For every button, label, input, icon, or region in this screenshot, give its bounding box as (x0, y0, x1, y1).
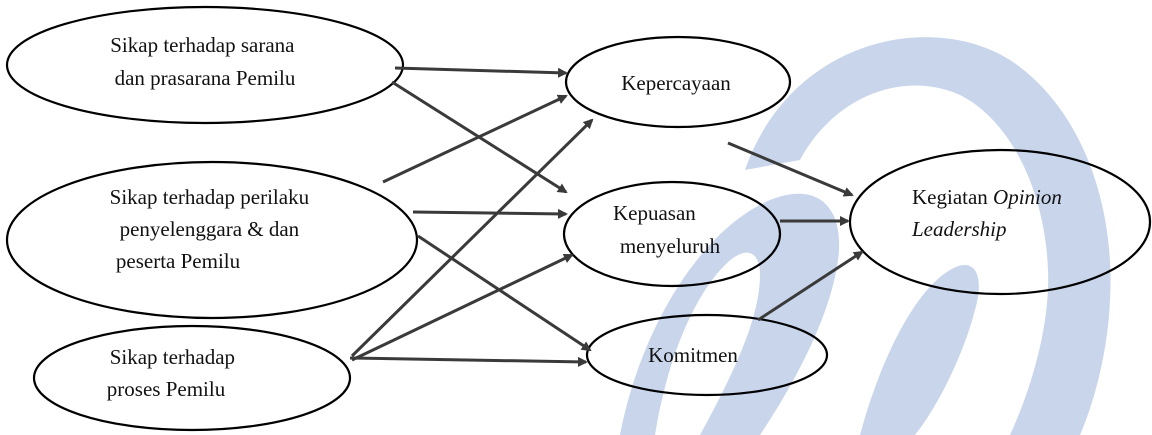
edge-kepercayaan-kegiatan (727, 141, 854, 197)
watermark-logo (620, 37, 1111, 435)
node-label-kepuasan-line1: Kepuasan (613, 201, 696, 225)
node-label-kepuasan-line2: menyeluruh (620, 234, 721, 258)
node-label-kegiatan: Kegiatan Opinion Leadership (911, 185, 1067, 241)
node-ellipse-komitmen (585, 313, 829, 397)
node-label-perilaku-line2: penyelenggara & dan (120, 217, 300, 241)
node-label-proses: Sikap terhadap proses Pemilu (107, 345, 241, 401)
node-label-sarana-line1: Sikap terhadap sarana (110, 33, 295, 57)
node-label-perilaku-line3: peserta Pemilu (116, 249, 241, 273)
node-ellipse-kepuasan (562, 180, 782, 288)
node-label-sarana: Sikap terhadap sarana dan prasarana Pemi… (110, 33, 300, 90)
node-label-komitmen-line1: Komitmen (648, 343, 738, 367)
node-label-komitmen: Komitmen (648, 343, 738, 367)
node-label-perilaku-line1: Sikap terhadap perilaku (110, 185, 310, 209)
edge-proses-kepuasan (351, 253, 574, 362)
node-label-kegiatan-italic1: Opinion (993, 185, 1062, 209)
edge-perilaku-kepercayaan (382, 94, 568, 184)
node-label-kegiatan-italic2: Leadership (911, 217, 1007, 241)
edge-proses-kepercayaan (350, 118, 594, 358)
edge-perilaku-kepuasan (412, 208, 568, 219)
node-label-sarana-line2: dan prasarana Pemilu (115, 66, 296, 90)
node-label-kegiatan-plain: Kegiatan (912, 185, 993, 209)
node-ellipse-perilaku (5, 160, 419, 320)
node-label-kepercayaan: Kepercayaan (621, 71, 731, 95)
node-ellipse-sarana (5, 5, 405, 125)
node-ellipse-kepercayaan (564, 35, 792, 129)
node-label-proses-line2: proses Pemilu (107, 377, 226, 401)
edge-sarana-kepercayaan (394, 66, 568, 78)
edge-komitmen-kegiatan (757, 250, 864, 322)
edge-proses-komitmen (349, 356, 588, 367)
node-ellipse-proses (32, 324, 352, 432)
node-label-proses-line1: Sikap terhadap (110, 345, 235, 369)
node-ellipse-kegiatan (848, 148, 1152, 296)
node-label-kepercayaan-line1: Kepercayaan (621, 71, 731, 95)
edge-perilaku-komitmen (417, 234, 592, 352)
node-label-kepuasan: Kepuasan menyeluruh (613, 201, 721, 258)
node-label-perilaku: Sikap terhadap perilaku penyelenggara & … (110, 185, 315, 273)
